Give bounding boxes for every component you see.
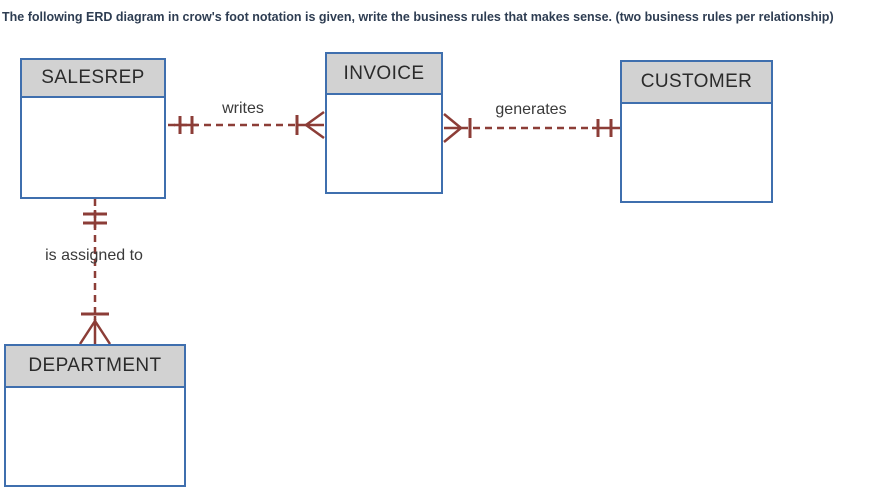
entity-salesrep-name: SALESREP	[41, 67, 145, 88]
entity-salesrep: SALESREP	[20, 58, 166, 199]
one-or-many-crow-foot-icon	[295, 110, 325, 140]
entity-customer-name: CUSTOMER	[640, 71, 753, 92]
one-or-many-crow-foot-icon	[443, 113, 472, 143]
relationship-generates-line	[443, 113, 620, 143]
relationship-is-assigned-to-line	[78, 199, 112, 345]
entity-customer: CUSTOMER	[620, 60, 773, 203]
one-and-only-one-icon	[83, 212, 107, 225]
entity-department-header: DEPARTMENT	[6, 346, 184, 388]
entity-invoice: INVOICE	[325, 52, 443, 194]
entity-salesrep-header: SALESREP	[22, 60, 164, 98]
relationship-writes-label: writes	[222, 100, 264, 117]
one-and-only-one-icon	[178, 116, 194, 134]
entity-customer-header: CUSTOMER	[622, 62, 771, 104]
relationship-is-assigned-to-label: is assigned to	[45, 247, 143, 264]
one-or-many-crow-foot-icon	[78, 312, 112, 345]
one-and-only-one-icon	[596, 119, 613, 137]
entity-invoice-header: INVOICE	[327, 54, 441, 95]
question-text: The following ERD diagram in crow's foot…	[2, 10, 834, 24]
relationship-writes-line	[168, 110, 325, 140]
entity-department: DEPARTMENT	[4, 344, 186, 487]
entity-invoice-name: INVOICE	[343, 62, 425, 84]
relationship-generates-label: generates	[495, 101, 567, 118]
entity-department-name: DEPARTMENT	[28, 355, 162, 376]
